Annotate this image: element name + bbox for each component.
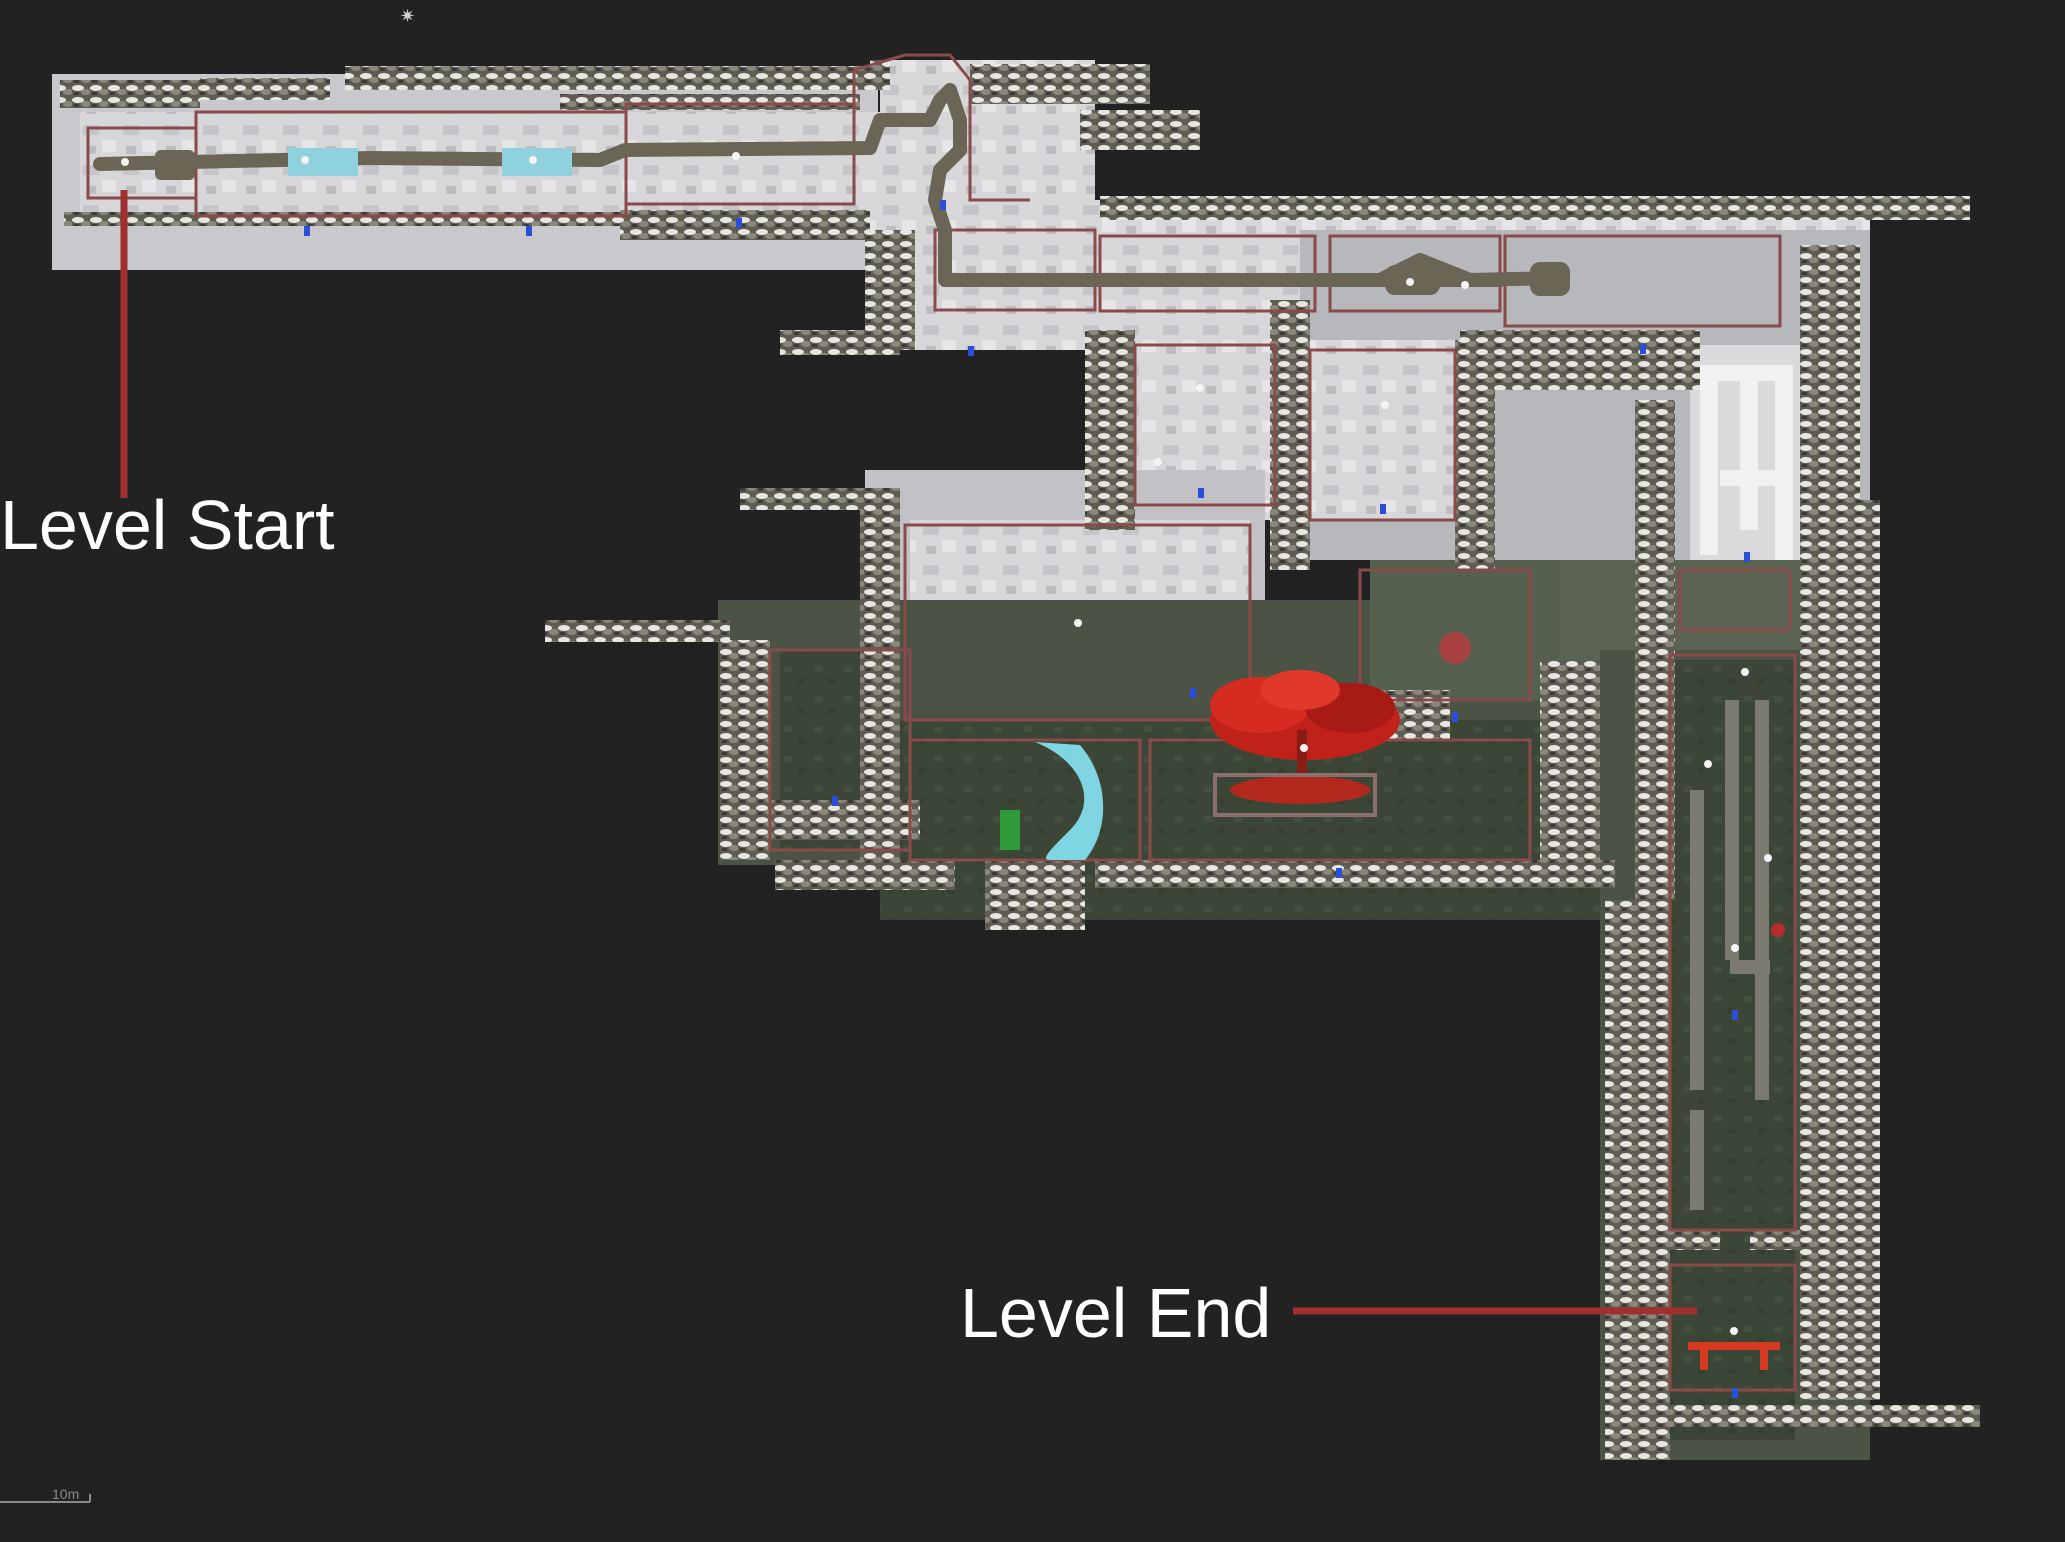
red-marker xyxy=(1771,923,1785,937)
red-tree xyxy=(1210,670,1400,817)
water-features xyxy=(288,148,1104,860)
torii-gate xyxy=(1688,1342,1780,1370)
ice-maze xyxy=(1700,365,1793,570)
level-end-label: Level End xyxy=(960,1274,1272,1352)
scale-label: 10m xyxy=(52,1486,80,1502)
level-start-label: Level Start xyxy=(0,486,335,564)
rock-hedges xyxy=(60,60,1980,1460)
spider-icon: ✷ xyxy=(400,6,416,27)
south-corridor-lanes xyxy=(1690,700,1770,1210)
red-platform xyxy=(1439,632,1471,664)
white-dots xyxy=(121,152,1772,1335)
snow-region xyxy=(52,60,1870,720)
blue-markers xyxy=(304,200,1750,1398)
